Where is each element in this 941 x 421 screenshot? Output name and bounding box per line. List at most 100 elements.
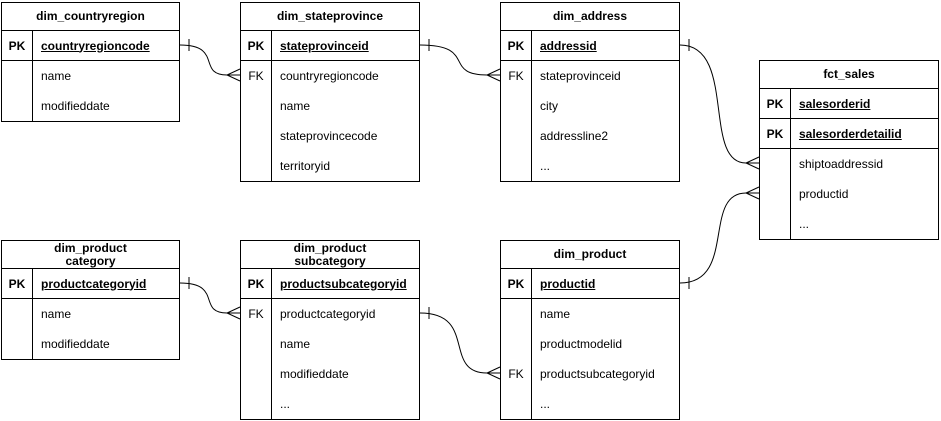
relationship-line [179,44,240,76]
key-label-empty [760,209,791,239]
attribute-row: FK countryregioncode [241,61,419,91]
key-label: FK [241,61,272,91]
attribute-row: PK salesorderid [760,89,938,119]
key-label: PK [760,89,791,118]
attribute-name: salesorderid [799,96,871,111]
relationship-product-to-fctsales[interactable] [679,186,760,289]
attribute-row: name [2,299,179,329]
key-label-empty [760,149,791,179]
attribute-name: stateprovinceid [540,69,621,83]
cardinality-many-crowfoot [744,186,760,200]
entity-title-line: subcategory [294,253,366,268]
key-label-empty [241,329,272,359]
relationship-stateprovince-to-address[interactable] [419,39,501,82]
entity-title: dim_stateprovince [241,3,419,31]
relationship-line [679,192,759,284]
attribute-name: ... [540,397,551,411]
attribute-name: productsubcategoryid [280,276,407,291]
key-label: PK [501,269,532,298]
cardinality-many-crowfoot [485,68,501,82]
attribute-row: territoryid [241,151,419,181]
key-label-empty [2,299,33,329]
key-label-empty [2,91,33,121]
key-label: PK [760,119,791,148]
relationship-countryregion-to-stateprovince[interactable] [179,39,241,82]
attribute-row: name [241,91,419,121]
key-label-empty [501,91,532,121]
entity-title-line: dim_address [552,9,628,23]
entity-title: dim_address [501,3,679,31]
key-label: FK [501,61,532,91]
attribute-name: productcategoryid [41,276,147,291]
attribute-name: name [41,69,72,83]
key-label: PK [501,31,532,60]
key-label-empty [241,151,272,181]
attribute-name: stateprovincecode [280,129,378,143]
attribute-row: ... [760,209,938,239]
attribute-name: countryregioncode [280,69,379,83]
entity-title-line: dim_countryregion [36,9,145,23]
relationship-line [179,282,240,314]
entity-title-line: fct_sales [823,67,875,81]
relationship-productsubcategory-to-product[interactable] [419,307,501,380]
cardinality-many-crowfoot [225,68,241,82]
attribute-row: PK productid [501,269,679,299]
key-label: PK [241,31,272,60]
attribute-row: PK stateprovinceid [241,31,419,61]
attribute-name: salesorderdetailid [799,126,902,141]
entity-title: dim_product [501,241,679,269]
attribute-row: productmodelid [501,329,679,359]
attribute-row: productid [760,179,938,209]
attribute-row: PK addressid [501,31,679,61]
attribute-name: name [540,307,571,321]
key-label-empty [241,91,272,121]
entity-title: dim_countryregion [2,3,179,31]
attribute-name: productcategoryid [280,307,376,321]
attribute-name: stateprovinceid [280,38,369,53]
attribute-row: FK stateprovinceid [501,61,679,91]
attribute-row: name [2,61,179,91]
attribute-row: PK countryregioncode [2,31,179,61]
relationship-productcategory-to-productsubcategory[interactable] [179,277,241,320]
key-label-empty [241,121,272,151]
attribute-row: stateprovincecode [241,121,419,151]
entity-title-line: dim_product [54,240,127,255]
attribute-row: shiptoaddressid [760,149,938,179]
attribute-name: productsubcategoryid [540,367,655,381]
entity-title-line: category [65,253,116,268]
attribute-row: FK productcategoryid [241,299,419,329]
key-label: PK [2,31,33,60]
entity-title-line: dim_product [293,240,367,255]
attribute-name: countryregioncode [41,38,150,53]
attribute-name: name [280,99,311,113]
entity-title-line: dim_product [553,247,627,261]
key-label: FK [241,299,272,329]
key-label-empty [760,179,791,209]
attribute-row: modifieddate [2,91,179,121]
attribute-name: addressid [540,38,597,53]
key-label-empty [241,389,272,419]
key-label: PK [2,269,33,298]
attribute-name: city [540,99,558,113]
key-label-empty [501,389,532,419]
attribute-name: ... [540,159,551,173]
attribute-name: productid [540,276,596,291]
attribute-row: name [241,329,419,359]
key-label: PK [241,269,272,298]
attribute-name: ... [280,397,291,411]
relationship-line [419,312,500,374]
relationship-address-to-fctsales[interactable] [679,39,760,170]
attribute-row: city [501,91,679,121]
attribute-name: name [41,307,72,321]
